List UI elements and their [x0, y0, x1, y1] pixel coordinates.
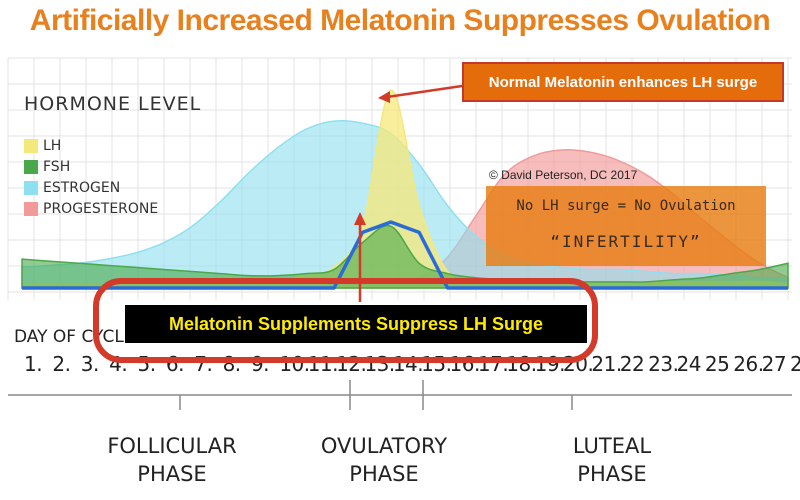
infertility-text: “INFERTILITY” — [550, 232, 702, 251]
legend-item-lh: LH — [24, 135, 158, 156]
legend-swatch-fsh — [24, 159, 38, 174]
x-tick-label: 11. — [307, 352, 339, 376]
chart-title: Artificially Increased Melatonin Suppres… — [29, 4, 771, 37]
melatonin-suppressed-lh-line — [22, 220, 788, 290]
phase-ovulatory-line2: PHASE — [349, 462, 419, 486]
x-tick-label: 10. — [279, 352, 310, 376]
legend-item-progesterone: PROGESTERONE — [24, 198, 158, 219]
legend-label-lh: LH — [43, 137, 62, 154]
phase-follicular: FOLLICULAR PHASE — [82, 432, 262, 488]
x-tick-label: 24 — [676, 352, 702, 376]
x-tick-label: 27 — [761, 352, 787, 376]
phase-follicular-line2: PHASE — [137, 462, 207, 486]
legend-label-progesterone: PROGESTERONE — [43, 200, 159, 217]
x-tick-label: 25 — [704, 352, 730, 376]
x-tick-label: 23. — [648, 352, 679, 376]
chart-arrows — [354, 84, 463, 302]
x-tick-label: 15. — [421, 352, 452, 376]
x-tick-label: 13. — [364, 352, 395, 376]
phase-follicular-line1: FOLLICULAR — [107, 434, 237, 458]
legend-item-estrogen: ESTROGEN — [24, 177, 158, 198]
phase-luteal-line2: PHASE — [577, 462, 647, 486]
legend-item-fsh: FSH — [24, 156, 158, 177]
chart-melatonin-line — [22, 220, 788, 290]
x-tick-label: 16. — [449, 352, 481, 376]
x-tick-label: 21. — [591, 352, 622, 376]
phase-luteal: LUTEAL PHASE — [522, 432, 702, 488]
supplements-callout: Melatonin Supplements Suppress LH Surge — [125, 305, 587, 343]
legend-swatch-lh — [24, 138, 38, 153]
x-tick-label: 18. — [506, 352, 537, 376]
legend-swatch-progesterone — [24, 201, 38, 216]
x-tick-label: 14. — [392, 352, 424, 376]
phase-ovulatory-line1: OVULATORY — [320, 434, 448, 458]
x-tick-label: 22 — [619, 352, 645, 376]
x-tick-label: 17. — [477, 352, 509, 376]
x-tick-label: 1. — [24, 352, 43, 376]
legend-label-fsh: FSH — [43, 158, 71, 175]
normal-arrow — [386, 84, 463, 99]
chart-legend: LH FSH ESTROGEN PROGESTERONE — [24, 135, 158, 219]
x-tick-label: 28. — [790, 352, 800, 376]
timeline-axis — [8, 380, 792, 410]
normal-arrow-head — [378, 91, 390, 103]
x-tick-label: 2. — [52, 352, 71, 376]
x-tick-label: 26. — [733, 352, 764, 376]
phase-ovulatory: OVULATORY PHASE — [294, 432, 474, 488]
copyright: © David Peterson, DC 2017 — [489, 168, 638, 182]
y-axis-label: HORMONE LEVEL — [24, 93, 202, 115]
series-area-fsh — [21, 224, 789, 289]
infertility-box: No LH surge = No Ovulation “INFERTILITY” — [486, 186, 766, 266]
x-tick-label: 3. — [80, 352, 100, 376]
phase-luteal-line1: LUTEAL — [572, 434, 652, 458]
no-surge-text: No LH surge = No Ovulation — [516, 198, 736, 214]
normal-melatonin-callout: Normal Melatonin enhances LH surge — [462, 62, 784, 102]
suppress-arrow-head — [354, 212, 366, 225]
legend-label-estrogen: ESTROGEN — [43, 179, 121, 196]
legend-swatch-estrogen — [24, 180, 38, 195]
x-tick-label: 12. — [336, 352, 367, 376]
supplements-callout-frame — [93, 278, 598, 363]
x-tick-label: 19. — [534, 352, 566, 376]
